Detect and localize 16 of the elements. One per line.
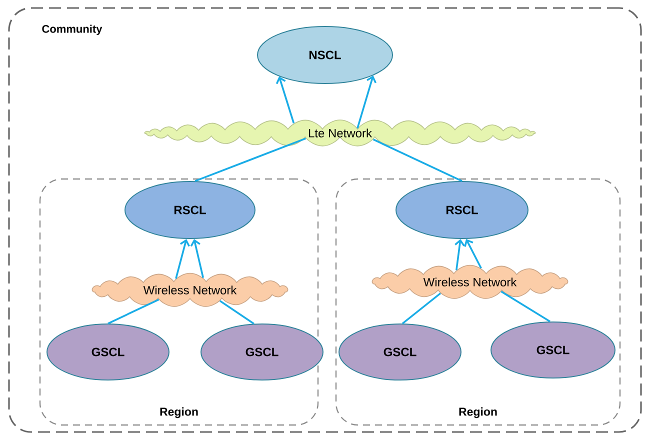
- ellipse-node: GSCL: [490, 322, 616, 378]
- connector-arrow: [276, 76, 295, 124]
- connector-arrow: [454, 239, 465, 270]
- connector-arrow: [190, 238, 204, 278]
- connector-arrow: [464, 238, 482, 269]
- ellipse-node: RSCL: [124, 181, 256, 239]
- network-cloud: Wireless Network: [92, 272, 288, 307]
- connector-arrow: [175, 238, 190, 279]
- network-cloud: Wireless Network: [372, 264, 568, 299]
- ellipse-node: GSCL: [46, 324, 170, 380]
- ellipse-node: NSCL: [257, 26, 393, 84]
- ellipse-node: GSCL: [338, 324, 462, 380]
- connector-arrow: [356, 75, 377, 129]
- ellipse-node: GSCL: [200, 324, 324, 380]
- network-cloud: Lte Network: [144, 120, 536, 146]
- ellipse-node: RSCL: [396, 181, 528, 239]
